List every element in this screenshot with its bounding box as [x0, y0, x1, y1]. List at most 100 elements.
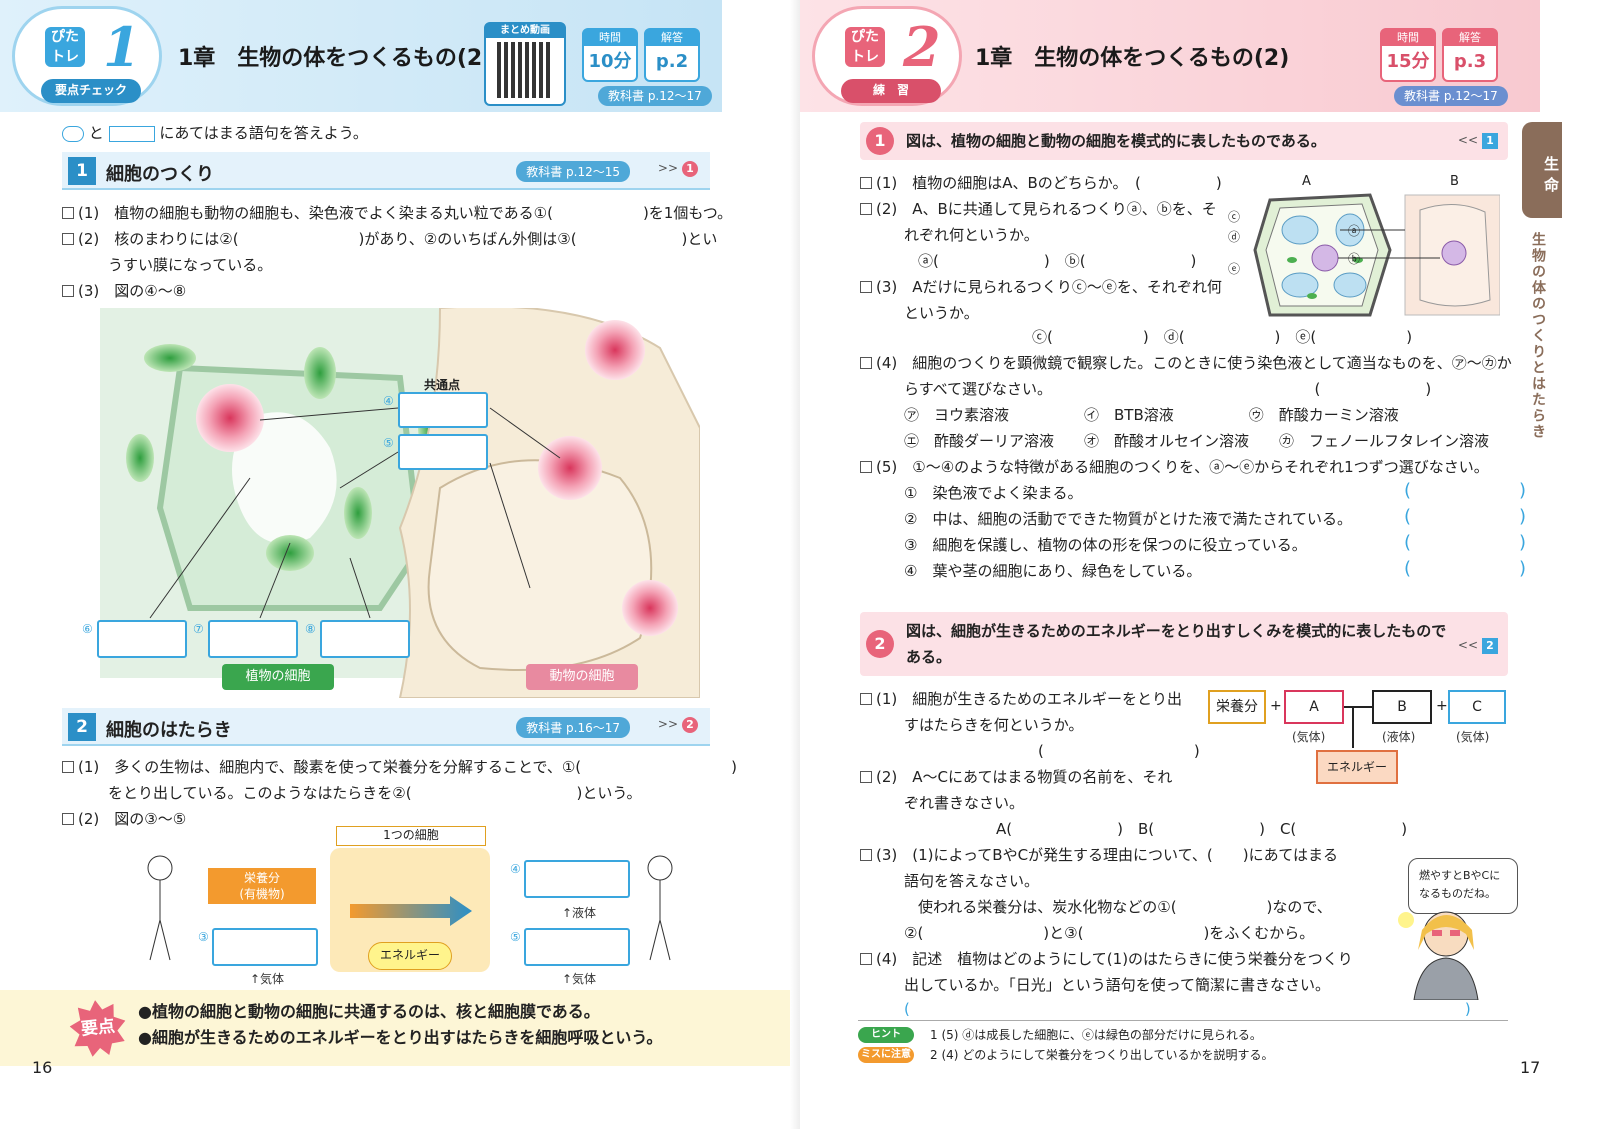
- ex1-q1: (1) 植物の細胞はA、Bのどちらか。 ( ): [860, 170, 1222, 196]
- answer-value: p.3: [1453, 51, 1487, 72]
- answer-box-8[interactable]: [320, 620, 410, 658]
- lesson-number: 2: [903, 15, 941, 79]
- plant-nucleus: [196, 384, 264, 452]
- brand-label: ぴた トレ: [845, 27, 885, 67]
- animal-cell-label: 動物の細胞: [526, 664, 638, 690]
- checkbox-icon[interactable]: [62, 233, 74, 245]
- qr-image-icon: [497, 42, 553, 98]
- ex2-q3: (3) (1)によってBやCが発生する理由について、( )にあてはまる: [860, 842, 1338, 868]
- checkbox-icon[interactable]: [860, 357, 872, 369]
- section-link[interactable]: >>2: [658, 717, 698, 733]
- answer-box: 解答 p.3: [1442, 28, 1498, 82]
- qr-code[interactable]: まとめ動画: [484, 22, 566, 106]
- exercise-link[interactable]: <<1: [1458, 133, 1498, 149]
- answer-box-r5[interactable]: [524, 928, 630, 966]
- arrow-icon: [350, 896, 472, 926]
- question-1-2: (2) 核のまわりには②( )があり、②のいちばん外側は③( )とい: [62, 226, 717, 252]
- animal-nucleus: [622, 580, 678, 636]
- caution-label: ミスに注意: [858, 1047, 914, 1063]
- checkbox-icon[interactable]: [62, 207, 74, 219]
- animal-cell: [427, 459, 653, 671]
- checkbox-icon[interactable]: [62, 813, 74, 825]
- checkbox-icon[interactable]: [860, 203, 872, 215]
- answer-box-r4[interactable]: [524, 860, 630, 898]
- checkbox-icon[interactable]: [860, 177, 872, 189]
- time-label: 時間: [1382, 30, 1434, 46]
- pitatore-badge: ぴた トレ 1 要点チェック: [12, 6, 162, 106]
- key-point-2: ●細胞が生きるためのエネルギーをとり出すはたらきを細胞呼吸という。: [138, 1028, 663, 1047]
- answer-box-r3[interactable]: [212, 928, 318, 966]
- section-link[interactable]: >>1: [658, 161, 698, 177]
- right-header: ぴた トレ 2 練 習 1章 生物の体をつくるもの(2) 時間 15分 解答 p…: [800, 0, 1540, 112]
- left-header: ぴた トレ 1 要点チェック 1章 生物の体をつくるもの(2) まとめ動画 時間…: [0, 0, 722, 112]
- hint-label: ヒント: [858, 1027, 914, 1043]
- answer-box-7[interactable]: [208, 620, 298, 658]
- arrow-icon: [1344, 706, 1372, 708]
- caution-text: 2 (4) どのようにして栄養分をつくり出しているかを説明する。: [930, 1048, 1274, 1062]
- question-2-1-cont: をとり出している。このようなはたらきを②( )という。: [108, 784, 642, 802]
- ex2-q4-answer[interactable]: ( ): [904, 1000, 1471, 1018]
- common-label: 共通点: [424, 378, 461, 392]
- section-ref: 教科書 p.12〜15: [516, 161, 630, 182]
- answer-label: 解答: [646, 30, 698, 46]
- section-title: 細胞のつくり: [106, 164, 214, 185]
- flow-nutrient: 栄養分: [1208, 690, 1266, 724]
- box-icon: [108, 125, 155, 142]
- pitatore-badge: ぴた トレ 2 練 習: [812, 6, 962, 106]
- answer-box-4[interactable]: [398, 392, 488, 428]
- page-title: 1章 生物の体をつくるもの(2): [178, 46, 493, 71]
- checkbox-icon[interactable]: [860, 693, 872, 705]
- bracket-icon: [62, 125, 84, 142]
- vacuole: [232, 412, 337, 544]
- checkbox-icon[interactable]: [860, 849, 872, 861]
- key-points: 要点 ●植物の細胞と動物の細胞に共通するのは、核と細胞膜である。 ●細胞が生きる…: [0, 990, 790, 1066]
- section-title: 細胞のはたらき: [106, 720, 232, 741]
- answer-box-5[interactable]: [398, 434, 488, 470]
- page-number: 16: [32, 1058, 53, 1077]
- chloroplast: [344, 487, 372, 539]
- person-eating-icon: [147, 855, 173, 961]
- question-1-2-cont: うすい膜になっている。: [108, 256, 273, 274]
- brand-label: ぴた トレ: [45, 27, 85, 67]
- key-point-1: ●植物の細胞と動物の細胞に共通するのは、核と細胞膜である。: [138, 1002, 600, 1021]
- time-box: 時間 10分: [582, 28, 638, 82]
- question-2-2: (2) 図の③〜⑤: [62, 806, 186, 832]
- checkbox-icon[interactable]: [860, 281, 872, 293]
- right-page: ぴた トレ 2 練 習 1章 生物の体をつくるもの(2) 時間 15分 解答 p…: [800, 0, 1600, 1129]
- key-point-badge: 要点: [67, 997, 129, 1059]
- ex2-q2: (2) A〜Cにあてはまる物質の名前を、それ: [860, 764, 1172, 790]
- checkbox-icon[interactable]: [860, 771, 872, 783]
- time-value: 15分: [1386, 51, 1430, 72]
- question-2-1: (1) 多くの生物は、細胞内で、酸素を使って栄養分を分解することで、①( ): [62, 754, 737, 780]
- flow-a: A: [1284, 690, 1344, 724]
- ex1-q2-answers: ⓐ( ) ⓑ( ): [918, 252, 1197, 270]
- section-ref: 教科書 p.16〜17: [516, 717, 630, 738]
- hint-text: 1 (5) ⓓは成長した細胞に、ⓔは緑色の部分だけに見られる。: [930, 1028, 1262, 1042]
- answer-box-6[interactable]: [97, 620, 187, 658]
- checkbox-icon[interactable]: [62, 285, 74, 297]
- answer-value: p.2: [655, 51, 689, 72]
- page-number: 17: [1520, 1058, 1541, 1077]
- lesson-tag: 練 習: [841, 79, 941, 103]
- time-box: 時間 15分: [1380, 28, 1436, 82]
- ex1-q3: (3) Aだけに見られるつくりⓒ〜ⓔを、それぞれ何: [860, 274, 1222, 300]
- animal-nucleus: [538, 436, 602, 500]
- exercise-title: 図は、細胞が生きるためのエネルギーをとり出すしくみを模式的に表したもので: [906, 622, 1447, 640]
- section-cell-structure: 1 細胞のつくり 教科書 p.12〜15 >>1: [62, 152, 710, 190]
- checkbox-icon[interactable]: [860, 953, 872, 965]
- checkbox-icon[interactable]: [62, 761, 74, 773]
- flow-c: C: [1448, 690, 1506, 724]
- lesson-tag: 要点チェック: [41, 79, 141, 103]
- ex2-q1: (1) 細胞が生きるためのエネルギーをとり出: [860, 686, 1182, 712]
- exercise-2-header: 2 図は、細胞が生きるためのエネルギーをとり出すしくみを模式的に表したもので あ…: [860, 612, 1508, 676]
- nutrient-box: 栄養分 (有機物): [208, 868, 316, 904]
- ex1-q2: (2) A、Bに共通して見られるつくりⓐ、ⓑを、そ: [860, 196, 1217, 222]
- ex1-q4: (4) 細胞のつくりを顕微鏡で観察した。このときに使う染色液として適当なものを、…: [860, 350, 1512, 376]
- exercise-link[interactable]: <<2: [1458, 638, 1498, 654]
- ex1-options-row2: ㋓ 酢酸ダーリア溶液 ㋔ 酢酸オルセイン溶液 ㋕ フェノールフタレイン溶液: [904, 432, 1490, 450]
- question-1-1: (1) 植物の細胞も動物の細胞も、染色液でよく染まる丸い粒である①( )を1個も…: [62, 200, 732, 226]
- checkbox-icon[interactable]: [860, 461, 872, 473]
- answer-brackets[interactable]: ( )( )( )( ): [1404, 480, 1527, 579]
- chloroplast: [144, 344, 196, 372]
- textbook-ref: 教科書 p.12〜17: [598, 86, 712, 106]
